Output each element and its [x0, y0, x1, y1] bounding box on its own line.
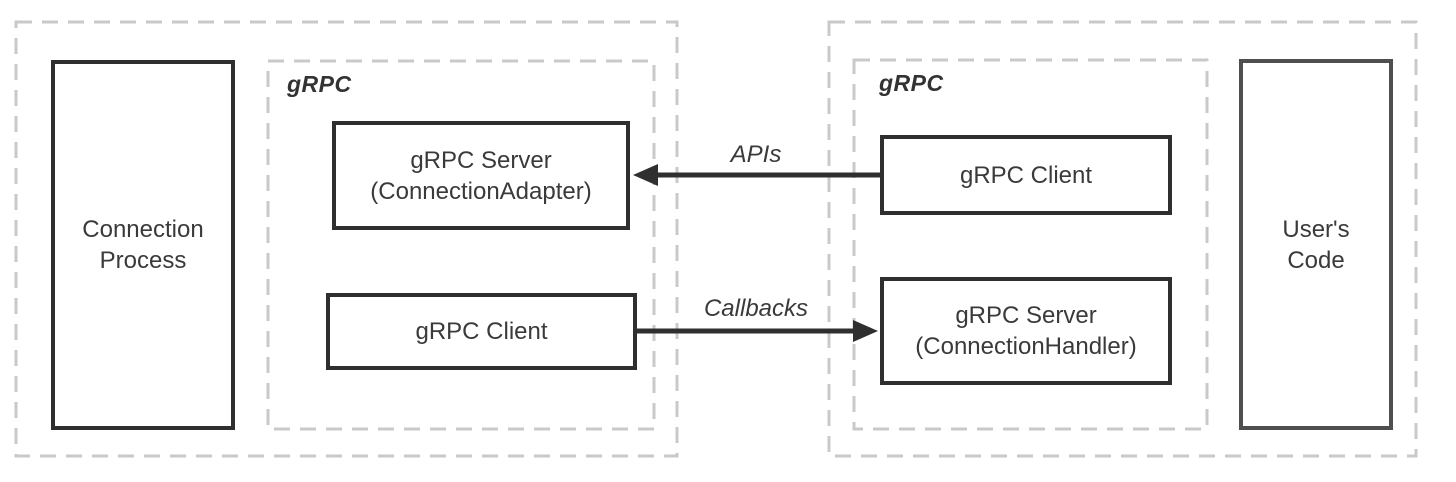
- right-process-container-border: [827, 20, 1418, 458]
- right-grpc-container-label: gRPC: [879, 70, 944, 96]
- callbacks-arrow-label: Callbacks: [703, 295, 809, 322]
- grpc-server-connection-handler-box: gRPC Server (ConnectionHandler): [880, 277, 1172, 385]
- left-grpc-client-label: gRPC Client: [415, 318, 548, 345]
- grpc-server-handler-label-line1: gRPC Server: [955, 302, 1097, 329]
- right-grpc-client-box: gRPC Client: [880, 135, 1172, 215]
- left-grpc-client-box: gRPC Client: [326, 293, 637, 370]
- right-grpc-container-border: [852, 58, 1209, 431]
- grpc-server-adapter-label-line2: (ConnectionAdapter): [370, 177, 592, 205]
- right-grpc-client-label: gRPC Client: [959, 161, 1093, 189]
- connection-process-box: Connection Process: [51, 60, 235, 430]
- apis-arrow: [633, 164, 880, 186]
- users-code-box: User's Code: [1239, 59, 1393, 430]
- left-grpc-container-border: [266, 59, 656, 431]
- apis-arrow-label: APIs: [730, 141, 782, 168]
- users-code-label: User's Code: [1282, 215, 1350, 274]
- connection-process-label: Connection Process: [82, 216, 204, 274]
- grpc-server-connection-adapter-box: gRPC Server (ConnectionAdapter): [332, 121, 630, 230]
- callbacks-arrow: [637, 320, 878, 342]
- grpc-server-adapter-label-line1: gRPC Server: [410, 146, 552, 174]
- left-grpc-container-label: gRPC: [287, 71, 352, 97]
- grpc-server-handler-label-line2: (ConnectionHandler): [915, 333, 1137, 360]
